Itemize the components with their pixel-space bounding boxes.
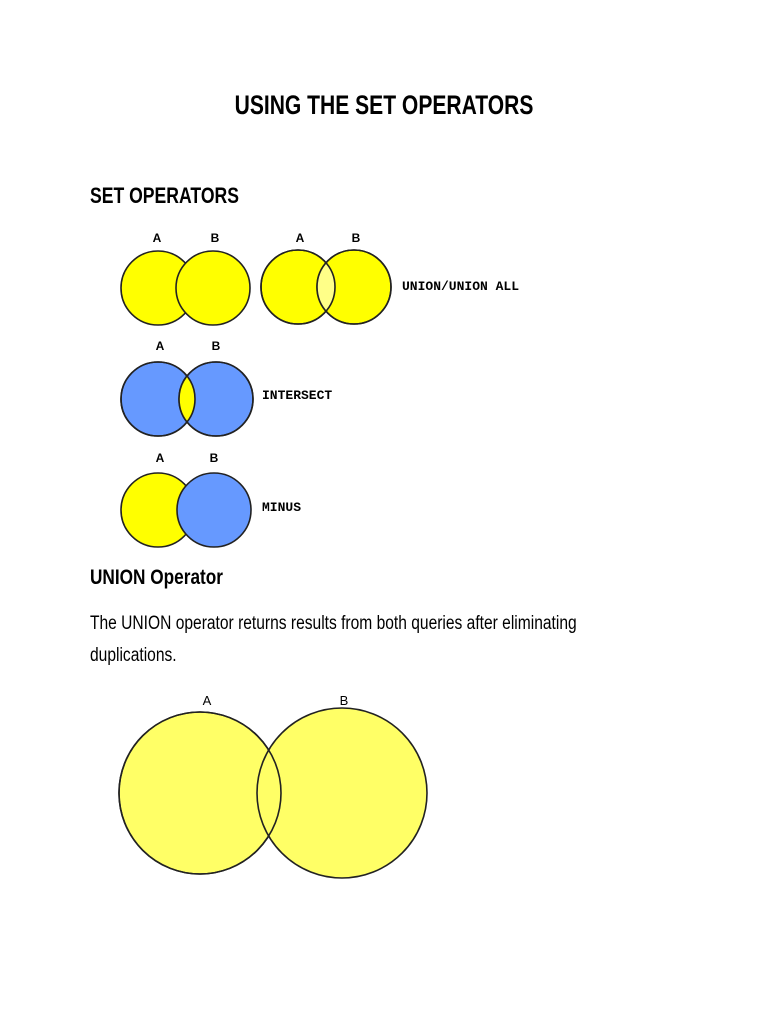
venn-label-b: B — [211, 231, 220, 245]
venn-two-sets: A B — [120, 231, 251, 326]
union-description: The UNION operator returns results from … — [90, 608, 615, 672]
minus-operator-label: MINUS — [262, 500, 301, 515]
union-operator-label: UNION/UNION ALL — [402, 279, 519, 294]
page-title: USING THE SET OPERATORS — [234, 90, 534, 120]
venn-large-label-b: B — [340, 693, 349, 708]
venn-union-large: A B — [118, 693, 428, 879]
venn-minus-circle-b — [176, 472, 252, 548]
venn-large-circle-b — [256, 707, 428, 879]
union-operator-heading: UNION Operator — [90, 566, 223, 589]
venn-union-label-b: B — [352, 231, 361, 245]
venn-minus-label-a: A — [156, 451, 165, 465]
venn-intersect-label-b: B — [212, 339, 221, 353]
venn-label-a: A — [153, 231, 162, 245]
venn-circle-b — [175, 250, 251, 326]
venn-minus: A B MINUS — [120, 451, 301, 548]
section-heading-set-operators: SET OPERATORS — [90, 183, 239, 208]
venn-intersect-label-a: A — [156, 339, 165, 353]
intersect-operator-label: INTERSECT — [262, 388, 332, 403]
venn-union-label-a: A — [296, 231, 305, 245]
venn-union: A B UNION/UNION ALL — [260, 231, 519, 325]
venn-large-label-a: A — [203, 693, 212, 708]
venn-minus-label-b: B — [210, 451, 219, 465]
venn-intersect: A B INTERSECT — [120, 339, 332, 437]
union-description-line-1: The UNION operator returns results from … — [90, 613, 577, 634]
union-description-line-2: duplications. — [90, 645, 177, 666]
